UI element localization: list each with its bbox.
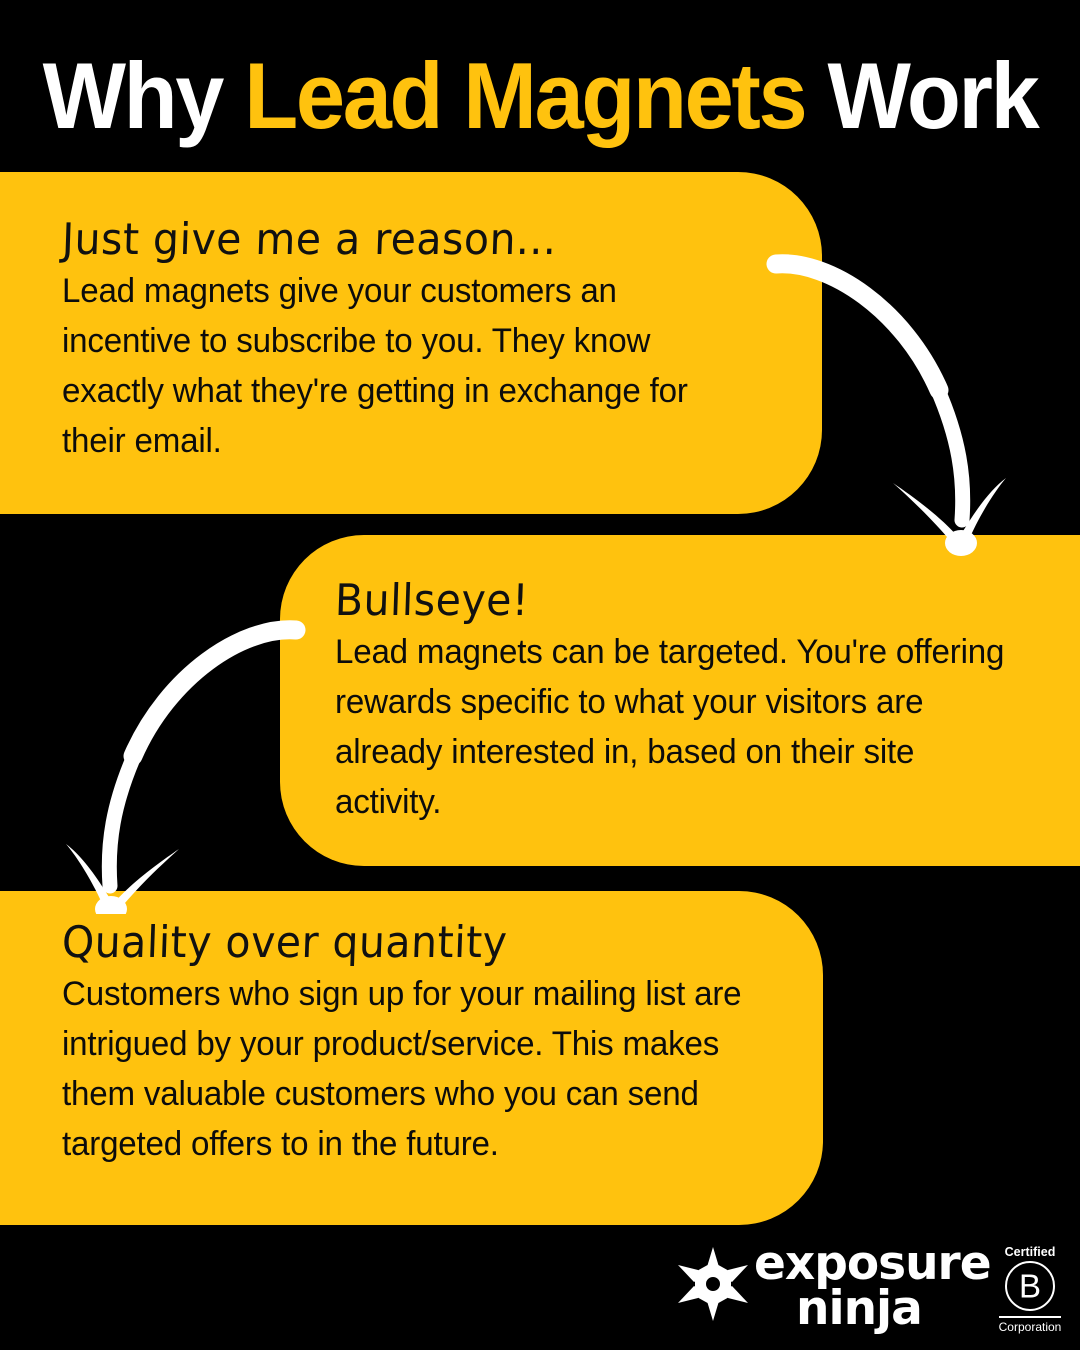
info-card-3-body: Customers who sign up for your mailing l… — [62, 975, 742, 1163]
brand-line-1: exposure — [754, 1236, 992, 1291]
info-card-2: Bullseye! Lead magnets can be targeted. … — [280, 535, 1080, 866]
info-card-2-heading: Bullseye! — [334, 574, 530, 626]
bcorp-circle: B — [1005, 1261, 1055, 1311]
bcorp-certified-label: Certified — [1004, 1245, 1056, 1259]
bcorp-letter: B — [1018, 1267, 1041, 1305]
page-title-highlight: Lead Magnets — [244, 43, 807, 148]
footer-logo: exposure ninja Certified B Corporation — [676, 1236, 1072, 1336]
bcorp-corporation-label: Corporation — [998, 1320, 1062, 1334]
info-card-2-body: Lead magnets can be targeted. You're off… — [335, 633, 1005, 821]
bcorp-badge: Certified B Corporation — [994, 1245, 1066, 1334]
brand-wordmark: exposure ninja — [754, 1236, 992, 1336]
page-title: Why Lead Magnets Work — [32, 42, 1047, 150]
page-title-part-1: Why — [42, 43, 245, 148]
info-card-1: Just give me a reason... Lead magnets gi… — [0, 172, 822, 514]
brand-line-2: ninja — [796, 1281, 923, 1336]
page-title-part-3: Work — [805, 43, 1039, 148]
bcorp-divider — [999, 1316, 1061, 1318]
info-card-3-heading: Quality over quantity — [61, 916, 509, 968]
curved-arrow-down-right-icon — [762, 238, 1022, 563]
shuriken-star-icon — [678, 1247, 748, 1326]
info-card-1-heading: Just give me a reason... — [61, 213, 558, 265]
curved-arrow-down-left-icon — [48, 604, 318, 922]
info-card-3: Quality over quantity Customers who sign… — [0, 891, 823, 1225]
info-card-1-body: Lead magnets give your customers an ince… — [62, 272, 688, 460]
